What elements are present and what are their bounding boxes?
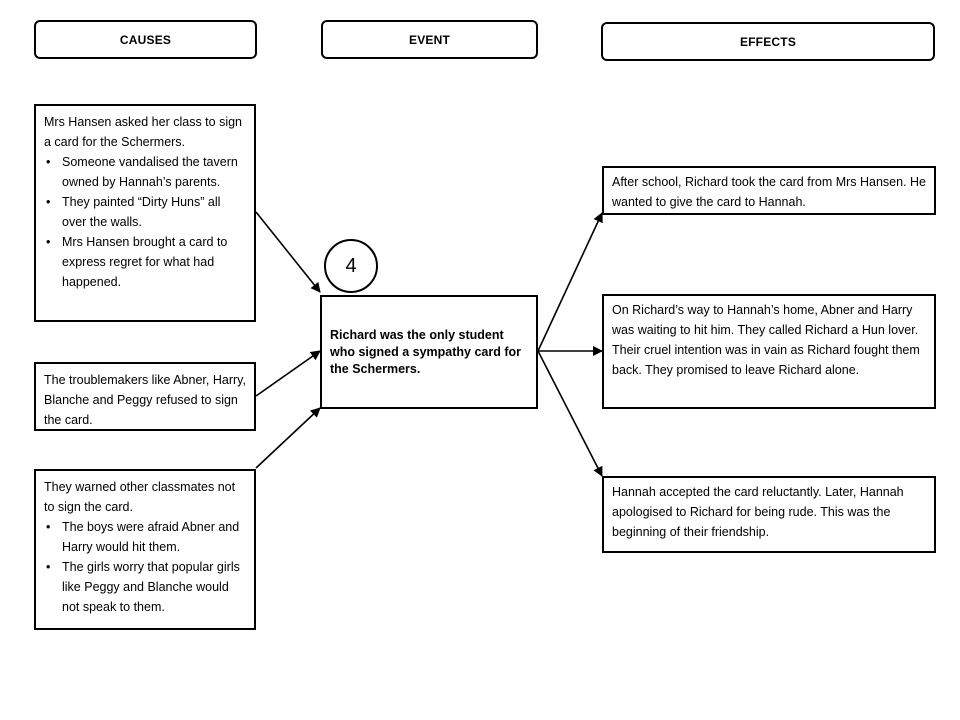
- event-header: EVENT: [321, 20, 538, 59]
- event-box: Richard was the only student who signed …: [320, 295, 538, 409]
- event-number-circle: 4: [324, 239, 378, 293]
- cause-3-bullet: The girls worry that popular girls like …: [44, 557, 246, 617]
- cause-1-bullet: Someone vandalised the tavern owned by H…: [44, 152, 246, 192]
- arrow-event-to-effect-1: [537, 212, 603, 352]
- cause-1-bullet: Mrs Hansen brought a card to express reg…: [44, 232, 246, 292]
- event-text: Richard was the only student who signed …: [330, 327, 522, 376]
- cause-3-text: They warned other classmates not to sign…: [44, 480, 236, 514]
- causes-header-label: CAUSES: [119, 32, 172, 47]
- effect-1-text: After school, Richard took the card from…: [612, 175, 927, 209]
- causes-header: CAUSES: [34, 20, 257, 59]
- arrow-event-to-effect-3: [537, 350, 603, 477]
- arrow-cause-2-to-event: [255, 350, 321, 397]
- effect-box-2: On Richard’s way to Hannah’s home, Abner…: [602, 294, 936, 409]
- cause-3-bullet: The boys were afraid Abner and Harry wou…: [44, 517, 246, 557]
- cause-1-bullet: They painted “Dirty Huns” all over the w…: [44, 192, 246, 232]
- cause-2-text: The troublemakers like Abner, Harry, Bla…: [44, 373, 246, 427]
- effect-box-1: After school, Richard took the card from…: [602, 166, 936, 215]
- effect-2-text: On Richard’s way to Hannah’s home, Abner…: [612, 303, 920, 377]
- cause-box-2: The troublemakers like Abner, Harry, Bla…: [34, 362, 256, 431]
- cause-box-3: They warned other classmates not to sign…: [34, 469, 256, 630]
- event-number: 4: [345, 254, 357, 277]
- effects-header: EFFECTS: [601, 22, 935, 61]
- effect-3-text: Hannah accepted the card reluctantly. La…: [612, 485, 904, 539]
- cause-box-1: Mrs Hansen asked her class to sign a car…: [34, 104, 256, 322]
- arrow-cause-1-to-event: [255, 211, 321, 293]
- effect-box-3: Hannah accepted the card reluctantly. La…: [602, 476, 936, 553]
- cause-1-bullets: Someone vandalised the tavern owned by H…: [44, 152, 246, 292]
- event-header-label: EVENT: [408, 32, 450, 47]
- cause-3-bullets: The boys were afraid Abner and Harry wou…: [44, 517, 246, 617]
- arrow-cause-3-to-event: [255, 407, 321, 469]
- effects-header-label: EFFECTS: [739, 34, 797, 49]
- cause-1-text: Mrs Hansen asked her class to sign a car…: [44, 115, 243, 149]
